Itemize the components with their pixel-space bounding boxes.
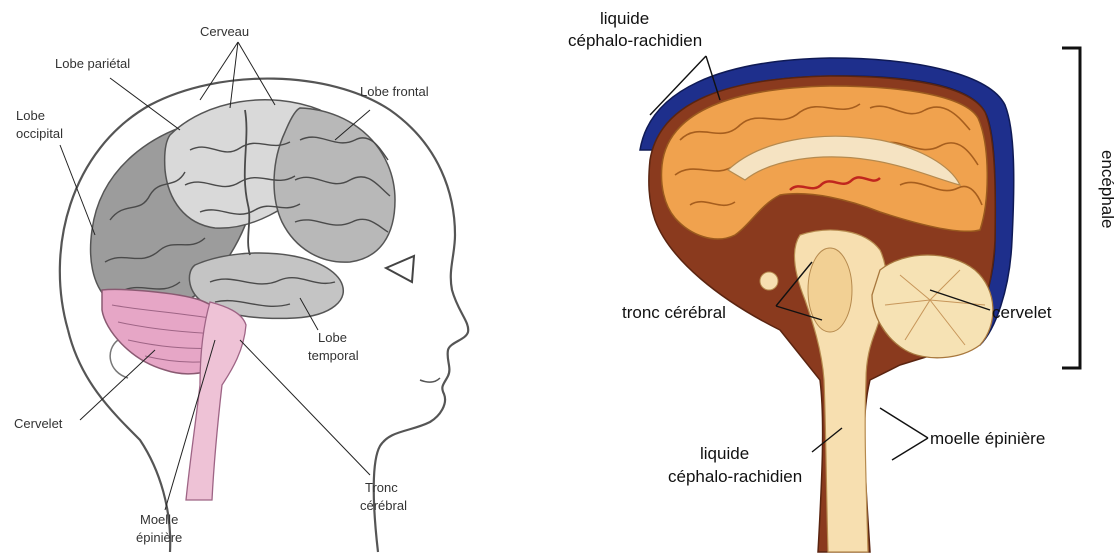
label-encephale: encéphale [1098,150,1117,228]
label-cervelet: Cervelet [14,416,63,431]
lip-line [420,378,440,382]
label-lobe-frontal: Lobe frontal [360,84,429,99]
brain-frontal-region [274,108,395,262]
label-lobe-temporal-2: temporal [308,348,359,363]
label-lcr-bottom-2: céphalo-rachidien [668,467,802,486]
sagittal-svg: liquide céphalo-rachidien tronc cérébral… [560,0,1117,557]
label-cervelet-right: cervelet [992,303,1052,322]
label-lcr-bottom-1: liquide [700,444,749,463]
label-moelle-2: épinière [136,530,182,545]
label-lcr-top-1: liquide [600,9,649,28]
label-tronc-2: cérébral [360,498,407,513]
label-moelle-1: Moelle [140,512,178,527]
pons-shape [808,248,852,332]
label-lobe-occipital-1: Lobe [16,108,45,123]
label-lobe-temporal-1: Lobe [318,330,347,345]
sagittal-section-illustration: liquide céphalo-rachidien tronc cérébral… [560,0,1117,557]
label-moelle-epiniere: moelle épinière [930,429,1045,448]
encephale-bracket [1062,48,1080,368]
pituitary-shape [760,272,778,290]
head-brain-illustration: Cerveau Lobe pariétal Lobe frontal Lobe … [0,0,560,557]
label-tronc-1: Tronc [365,480,398,495]
label-tronc-cerebral: tronc cérébral [622,303,726,322]
head-brain-svg: Cerveau Lobe pariétal Lobe frontal Lobe … [0,0,560,557]
label-cerveau: Cerveau [200,24,249,39]
label-lcr-top-2: céphalo-rachidien [568,31,702,50]
eye-outline [386,256,414,282]
label-lobe-occipital-2: occipital [16,126,63,141]
label-lobe-parietal: Lobe pariétal [55,56,130,71]
